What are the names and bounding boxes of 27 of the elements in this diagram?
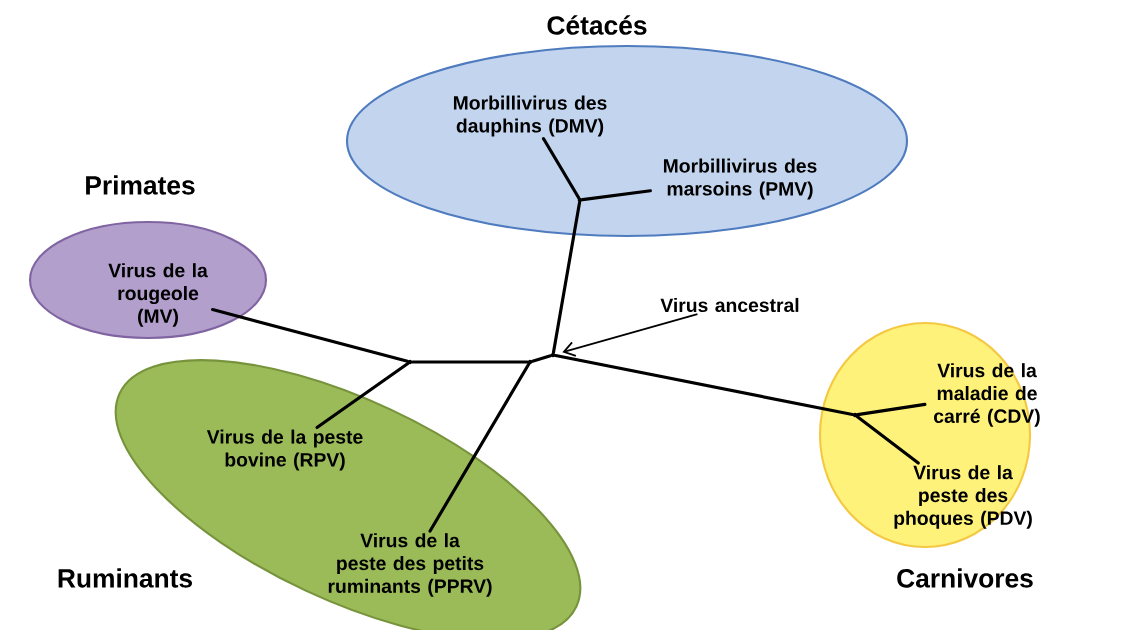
group-heading: Carnivores	[897, 568, 1033, 588]
group-heading: Ruminants	[58, 568, 192, 588]
tree-branch	[411, 360, 529, 364]
tree-branch	[315, 361, 410, 430]
tree-branch	[541, 136, 581, 200]
arrow	[562, 313, 699, 357]
branch-point	[550, 352, 556, 358]
tree-branch	[855, 415, 920, 465]
group-heading: Cétacés	[547, 15, 647, 35]
tree-branch	[551, 201, 582, 354]
tree-branch	[530, 354, 553, 363]
virus-label: Morbillivirus des marsoins (PMV)	[663, 158, 817, 200]
branch-point	[852, 412, 858, 418]
virus-label: Virus ancestral	[660, 297, 799, 313]
group-heading: Primates	[86, 175, 195, 195]
tree-branch	[581, 189, 652, 202]
tree-branch	[856, 402, 927, 417]
branch-point	[527, 359, 533, 365]
tree-branch	[554, 353, 854, 417]
branch-point	[577, 197, 583, 203]
tree-branch	[211, 307, 410, 363]
branch-point	[407, 359, 413, 365]
virus-label: Virus de la peste des petits ruminants (PPRV)	[328, 533, 492, 597]
virus-label: Virus de la rougeole (MV)	[108, 263, 208, 327]
virus-label: Morbillivirus des dauphins (DMV)	[453, 95, 607, 137]
virus-label: Virus de la peste bovine (RPV)	[206, 429, 363, 471]
tree-branch	[428, 362, 531, 533]
